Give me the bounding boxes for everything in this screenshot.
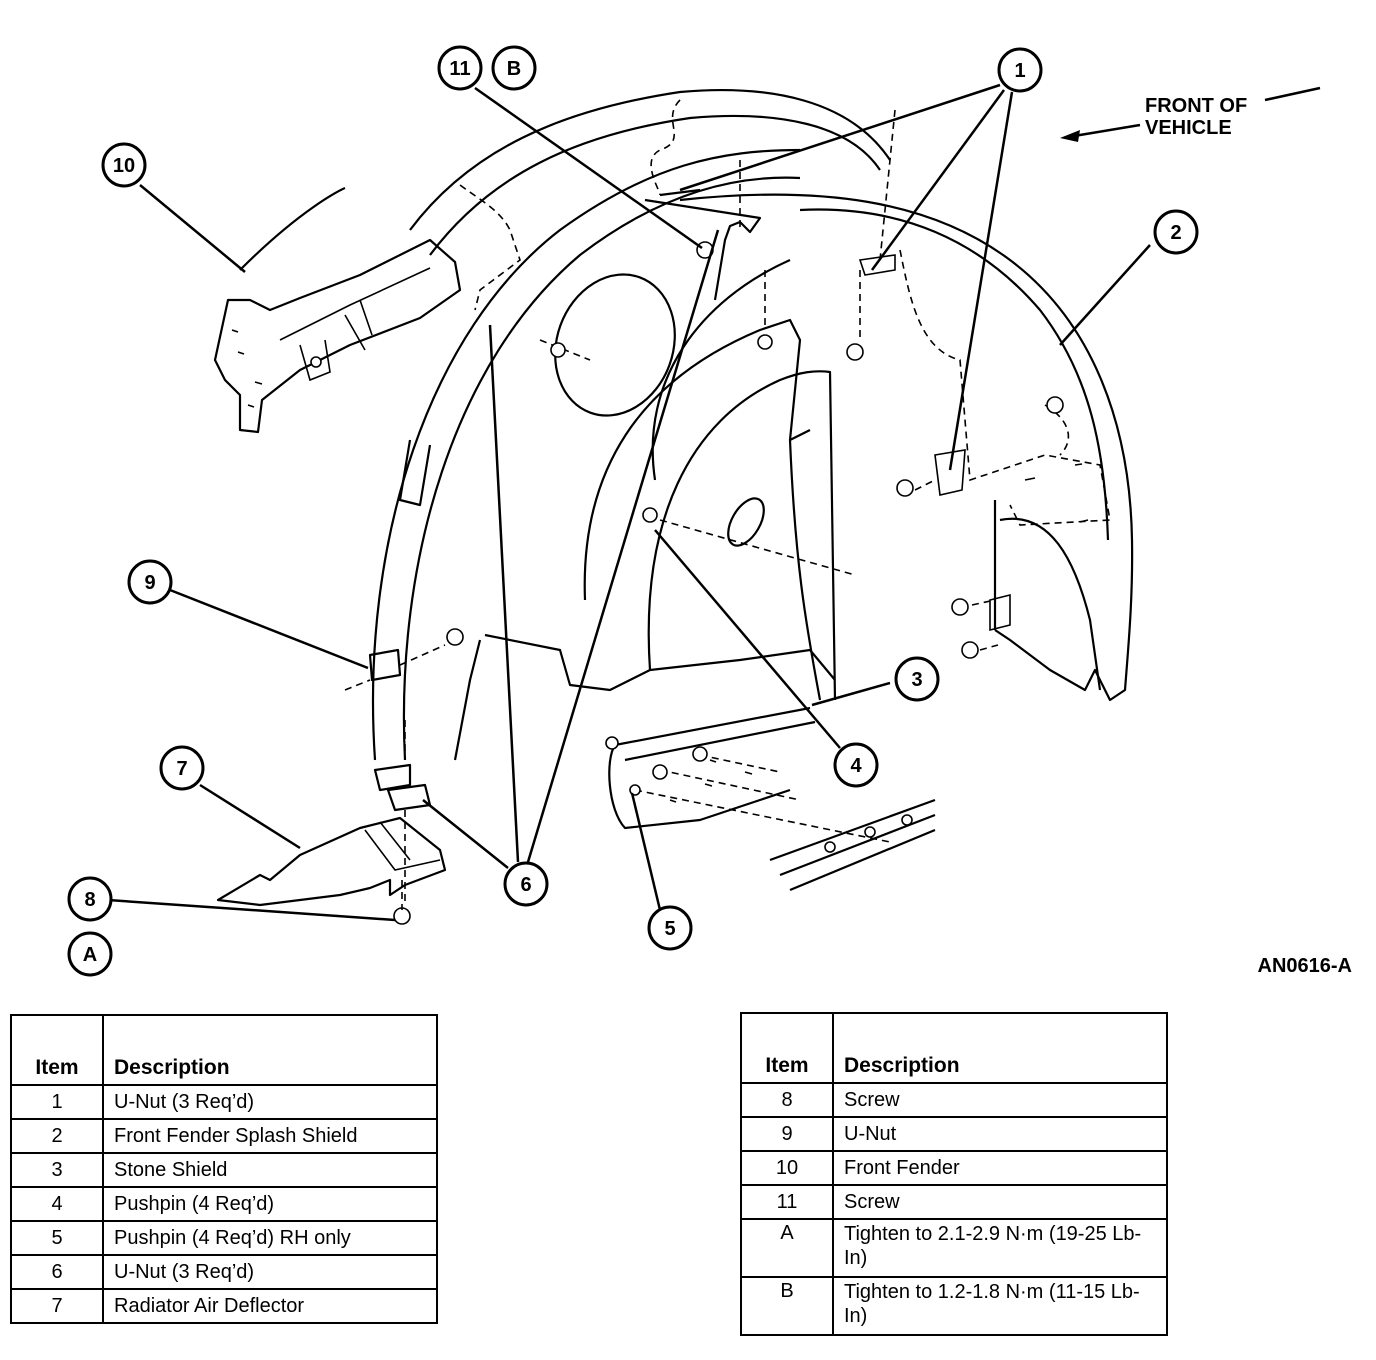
figure-code: AN0616-A (1258, 955, 1352, 977)
callout-11: 11 (437, 45, 483, 91)
callout-9: 9 (127, 559, 173, 605)
callout-2: 2 (1153, 209, 1199, 255)
callout-6: 6 (503, 861, 549, 907)
callout-1: 1 (997, 47, 1043, 93)
callout-B: B (491, 45, 537, 91)
front-of-vehicle-label-2: VEHICLE (1145, 117, 1232, 139)
callout-4: 4 (833, 742, 879, 788)
item-description: Tighten to 2.1-2.9 N·m (19-25 Lb-In) (832, 1218, 1168, 1278)
item-description: U-Nut (3 Req’d) (102, 1254, 438, 1290)
item-description: Pushpin (4 Req’d) RH only (102, 1220, 438, 1256)
stone-shield-drawing (605, 706, 936, 892)
item-description: U-Nut (832, 1116, 1168, 1152)
item-number: 5 (10, 1220, 104, 1256)
svg-text:3: 3 (911, 669, 922, 691)
item-number: 6 (10, 1254, 104, 1290)
svg-text:9: 9 (144, 572, 155, 594)
item-number: B (740, 1276, 834, 1336)
air-deflector-drawing (216, 628, 464, 925)
svg-text:A: A (83, 944, 97, 966)
callout-A: A (67, 931, 113, 977)
item-column-header: Item (10, 1014, 104, 1086)
front-of-vehicle-indicator: FRONT OF VEHICLE (1060, 86, 1321, 142)
svg-text:B: B (507, 58, 521, 80)
svg-text:6: 6 (520, 874, 531, 896)
svg-text:10: 10 (113, 155, 135, 177)
leader-lines (107, 83, 1151, 922)
item-description: Stone Shield (102, 1152, 438, 1188)
callout-7: 7 (159, 745, 205, 791)
description-column-header: Description (102, 1014, 438, 1086)
callout-10: 10 (101, 142, 147, 188)
item-number: 3 (10, 1152, 104, 1188)
svg-text:7: 7 (176, 758, 187, 780)
svg-text:8: 8 (84, 889, 95, 911)
item-column-header: Item (740, 1012, 834, 1084)
svg-text:4: 4 (850, 755, 862, 777)
item-number: 4 (10, 1186, 104, 1222)
item-description: Screw (832, 1184, 1168, 1220)
item-number: 11 (740, 1184, 834, 1220)
item-number: 2 (10, 1118, 104, 1154)
item-number: 7 (10, 1288, 104, 1324)
item-number: 10 (740, 1150, 834, 1186)
callout-8: 8 (67, 876, 113, 922)
legend-header-row: Item Description (740, 1012, 1168, 1084)
legend-header-row: Item Description (10, 1014, 438, 1086)
item-description: Radiator Air Deflector (102, 1288, 438, 1324)
svg-text:5: 5 (664, 918, 675, 940)
item-description: U-Nut (3 Req’d) (102, 1084, 438, 1120)
item-description: Screw (832, 1082, 1168, 1118)
callout-5: 5 (647, 905, 693, 951)
item-description: Front Fender Splash Shield (102, 1118, 438, 1154)
svg-text:11: 11 (449, 58, 470, 80)
front-of-vehicle-label: FRONT OF (1145, 95, 1247, 117)
item-description: Front Fender (832, 1150, 1168, 1186)
item-number: 1 (10, 1084, 104, 1120)
exploded-parts-diagram: FRONT OF VEHICLE 1 2 3 4 5 6 7 8 9 10 11… (67, 45, 1352, 977)
item-number: A (740, 1218, 834, 1278)
splash-shield-drawing (371, 89, 1134, 761)
callout-3: 3 (894, 656, 940, 702)
front-fender-drawing (213, 186, 462, 434)
item-number: 8 (740, 1082, 834, 1118)
item-number: 9 (740, 1116, 834, 1152)
svg-text:1: 1 (1014, 60, 1025, 82)
svg-text:2: 2 (1170, 222, 1181, 244)
item-description: Tighten to 1.2-1.8 N·m (11-15 Lb-In) (832, 1276, 1168, 1336)
item-description: Pushpin (4 Req’d) (102, 1186, 438, 1222)
description-column-header: Description (832, 1012, 1168, 1084)
